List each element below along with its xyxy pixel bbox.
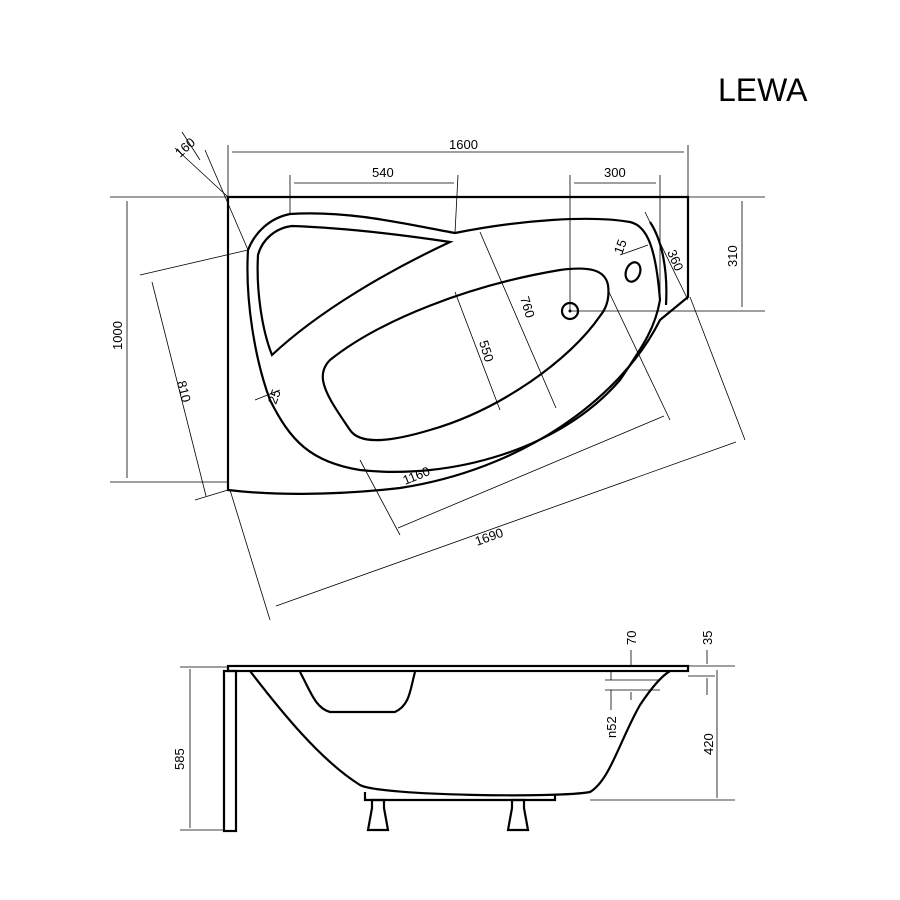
dim-total-height: 585	[172, 748, 187, 770]
bowl	[321, 267, 610, 442]
tub-outline	[226, 195, 690, 495]
dim-overflow-top: 70	[624, 631, 639, 645]
dim-backrest-width: 540	[372, 165, 394, 180]
side-view: 585 420 35 70 n52	[172, 631, 735, 833]
dim-rim: 25	[265, 387, 284, 406]
tub-backrest-profile	[299, 671, 417, 714]
variant-title: LEWA	[718, 72, 808, 108]
dim-left-side: 810	[174, 379, 194, 404]
dim-bowl-width: 550	[476, 338, 497, 363]
dim-right-side: 360	[664, 247, 686, 273]
side-panel	[222, 669, 238, 833]
rim	[226, 664, 690, 673]
tub-profile	[249, 670, 671, 797]
dim-corner: 160	[172, 135, 198, 161]
dim-overflow-offset: 15	[611, 237, 630, 256]
dim-overflow-diameter: n52	[604, 716, 619, 738]
foot-left	[366, 798, 390, 832]
dim-width: 1600	[449, 137, 478, 152]
backrest	[256, 224, 454, 357]
dim-drain-offset: 300	[604, 165, 626, 180]
dim-depth: 1000	[110, 321, 125, 350]
top-view: 1600 540 300 160 310 1000 810 760 550 11…	[110, 131, 765, 621]
dim-rim-thickness: 35	[700, 631, 715, 645]
foot-right	[506, 798, 530, 832]
dim-inner-depth: 420	[701, 733, 716, 755]
dim-inner-diag: 760	[517, 294, 538, 319]
tub-rim-inner	[246, 212, 662, 473]
overflow-icon	[624, 261, 642, 283]
dim-diagonal-length: 1690	[473, 525, 505, 549]
dim-drain-depth: 310	[725, 245, 740, 267]
